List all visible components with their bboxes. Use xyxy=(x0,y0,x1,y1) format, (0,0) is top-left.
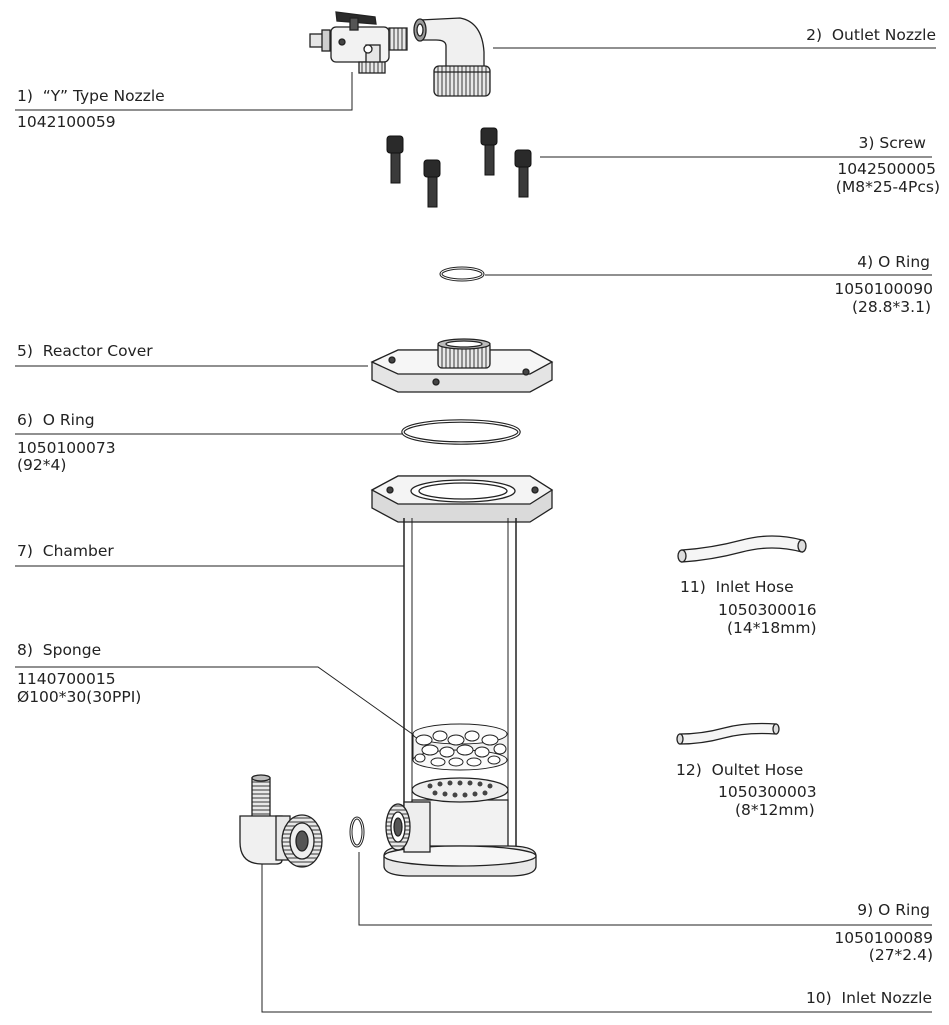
part-10-name: 10) Inlet Nozzle xyxy=(805,989,932,1007)
part-3-spec: (M8*25-4Pcs) xyxy=(835,178,940,196)
inlet-hose-drawing xyxy=(677,535,807,563)
part-12-spec: (8*12mm) xyxy=(735,801,815,819)
o-ring-6-drawing xyxy=(401,419,521,445)
part-4-name: 4) O Ring xyxy=(857,253,930,271)
part-8-code: 1140700015 xyxy=(17,670,116,688)
screw-a xyxy=(386,135,404,184)
part-6-spec: (92*4) xyxy=(17,456,67,474)
part-9-spec: (27*2.4) xyxy=(868,946,933,964)
part-11-code: 1050300016 xyxy=(718,601,817,619)
part-6-name: 6) O Ring xyxy=(17,411,95,429)
outlet-hose-drawing xyxy=(676,722,780,745)
part-3-code: 1042500005 xyxy=(837,160,936,178)
part-3-name: 3) Screw xyxy=(858,134,926,152)
outlet-nozzle-drawing xyxy=(413,17,491,97)
part-9-name: 9) O Ring xyxy=(857,901,930,919)
screw-b xyxy=(423,159,441,208)
sponge-drawing xyxy=(412,723,509,771)
leader-o-ring-9 xyxy=(358,852,932,926)
leader-lines xyxy=(15,47,936,1013)
screw-d xyxy=(514,149,532,198)
part-4-spec: (28.8*3.1) xyxy=(851,298,931,316)
part-2-name: 2) Outlet Nozzle xyxy=(806,26,936,44)
part-11-spec: (14*18mm) xyxy=(727,619,817,637)
part-12-name: 12) Oultet Hose xyxy=(676,761,804,779)
screws-drawing xyxy=(386,127,532,208)
part-6-code: 1050100073 xyxy=(17,439,116,457)
leader-inlet-nozzle xyxy=(261,858,932,1013)
leader-y-nozzle xyxy=(15,72,353,111)
o-ring-4-drawing xyxy=(439,266,485,282)
perforated-plate xyxy=(427,780,493,798)
part-9-code: 1050100089 xyxy=(834,929,933,947)
o-ring-9-drawing xyxy=(349,816,365,848)
screw-c xyxy=(480,127,498,176)
leader-sponge xyxy=(15,666,419,739)
part-11-name: 11) Inlet Hose xyxy=(680,578,794,596)
part-5-name: 5) Reactor Cover xyxy=(17,342,153,360)
part-8-name: 8) Sponge xyxy=(17,641,102,659)
chamber-drawing xyxy=(370,475,554,877)
inlet-nozzle-drawing xyxy=(239,774,323,868)
part-1-code: 1042100059 xyxy=(17,113,116,131)
part-8-spec: Ø100*30(30PPI) xyxy=(17,688,142,706)
reactor-cover-drawing xyxy=(370,338,554,393)
part-12-code: 1050300003 xyxy=(718,783,817,801)
part-1-name: 1) “Y” Type Nozzle xyxy=(17,87,165,105)
part-4-code: 1050100090 xyxy=(834,280,933,298)
y-type-nozzle-drawing xyxy=(309,11,408,74)
part-7-name: 7) Chamber xyxy=(17,542,114,560)
